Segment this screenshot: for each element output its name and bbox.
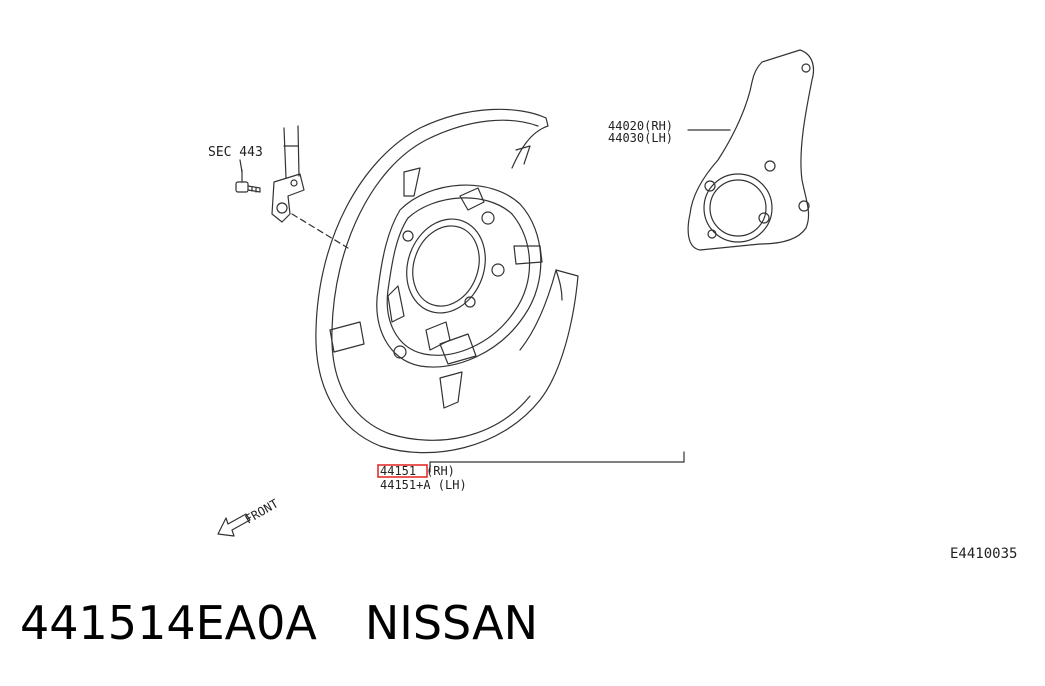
part-highlight-box [377,464,428,478]
footer-title: 441514EA0A NISSAN [20,596,538,650]
sec-label: SEC 443 [208,145,263,160]
brand-name: NISSAN [364,596,538,650]
figure-code: E4410035 [950,546,1017,562]
adapter-plate [687,49,815,251]
front-label: FRONT [243,496,281,526]
bolt [235,169,261,193]
part-lh-label: 44151+A (LH) [380,478,467,492]
sec-leader [239,159,243,173]
parts-diagram: SEC 443 44151 (RH) 44151+A (LH) 44020(RH… [208,49,1017,562]
part-number: 441514EA0A [20,596,317,650]
brake-tube [283,125,300,179]
dust-shield [315,108,579,454]
plate-rh-label: 44020(RH) [608,119,673,133]
part-rh-label: 44151 [380,464,416,478]
mount-dashed-line [291,213,349,249]
tube-bracket [271,173,305,223]
part-rh-suffix: (RH) [426,464,455,478]
front-arrow-icon [217,513,251,537]
plate-lh-label: 44030(LH) [608,131,673,145]
